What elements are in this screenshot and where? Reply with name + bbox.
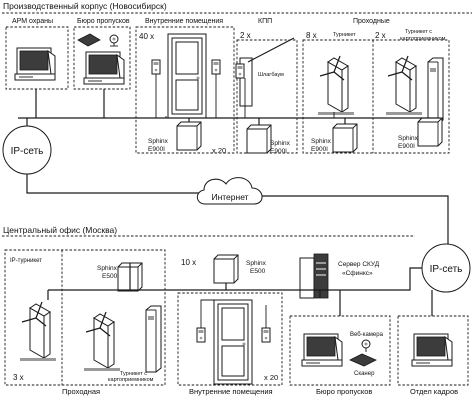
controller-icon [213, 254, 239, 284]
turnstile-label: Турникет [333, 32, 356, 38]
card-collector-icon [427, 57, 444, 125]
server-label-1: Сервер СКУД [338, 261, 380, 268]
count-2a: 2 x [240, 31, 251, 40]
internet-cloud-icon [196, 177, 263, 205]
hr-computer-icon [411, 333, 453, 367]
scanner-icon [349, 353, 377, 367]
count-20: x 20 [212, 146, 226, 155]
e900-label: E900I [270, 148, 287, 155]
reader-icon [211, 59, 221, 75]
bureau-computer-icon [301, 333, 343, 367]
bottom-count-20: x 20 [264, 373, 278, 382]
sphinx-label: Sphinx [398, 135, 419, 142]
bureau-label: Бюро пропусков [77, 18, 130, 25]
sphinx-label: Sphinx [246, 260, 267, 267]
barrier-label: Шлагбаум [258, 72, 284, 78]
reader-icon [261, 327, 271, 343]
bottom-internal-rooms-label: Внутренние помещения [189, 387, 273, 396]
e900-label: E900I [148, 146, 165, 153]
internet-label: Интернет [211, 192, 248, 202]
scanner-icon [77, 33, 101, 47]
bottom-bureau-label: Бюро пропусков [316, 387, 372, 396]
door-icon [167, 33, 207, 119]
e500-label: E500 [102, 273, 118, 280]
reader-icon [151, 59, 161, 75]
door-icon [213, 299, 253, 385]
bottom-turnstile-collector-label-2: картоприемником [108, 377, 154, 383]
sphinx-label: Sphinx [148, 138, 169, 145]
server-label-2: «Сфинкс» [342, 270, 373, 277]
arm-label: АРМ охраны [12, 18, 53, 25]
kpp-label: КПП [258, 18, 272, 25]
webcam-label: Веб-камера [350, 332, 384, 338]
reader-icon [235, 63, 245, 79]
controller-icon [332, 123, 358, 153]
top-section-title: Производственный корпус (Новосибирск) [3, 1, 167, 11]
internet-to-ip-right [262, 195, 449, 244]
internal-rooms-label: Внутренние помещения [145, 18, 223, 25]
count-8: 8 x [306, 31, 317, 40]
turnstile-collector-label-2: картоприемником [400, 36, 446, 42]
count-10: 10 x [181, 258, 196, 267]
bottom-turnstile-collector-label-1: Турникет с [120, 371, 147, 377]
webcam-icon [361, 339, 371, 352]
arm-computer-icon [14, 47, 56, 81]
ip-left-to-internet [26, 174, 200, 194]
card-collector-icon [145, 305, 162, 373]
hr-label: Отдел кадров [410, 387, 458, 396]
bureau-computer-icon [83, 51, 125, 85]
e900-label: E900I [398, 143, 415, 150]
sphinx-label: Sphinx [270, 140, 291, 147]
reader-icon [196, 327, 206, 343]
top-network-wiring [18, 74, 440, 125]
scanner-label: Сканер [354, 371, 375, 377]
controller-icon [246, 124, 272, 154]
ip-network-left-label: IP-сеть [11, 146, 44, 157]
turnstile-collector-label-1: Турникет с [405, 29, 432, 35]
count-2b: 2 x [375, 31, 386, 40]
ip-turnstile-label: IP-турникет [10, 258, 42, 264]
entrance-label: Проходная [62, 387, 100, 396]
entrances-label: Проходные [353, 18, 390, 25]
sphinx-label: Sphinx [97, 265, 118, 272]
e900-label: E900I [311, 146, 328, 153]
count-3: 3 x [13, 373, 24, 382]
ip-network-right-label: IP-сеть [430, 264, 463, 275]
controller-icon [176, 121, 202, 151]
sphinx-label: Sphinx [311, 138, 332, 145]
count-40: 40 x [139, 32, 154, 41]
webcam-icon [109, 34, 119, 47]
bottom-network-wiring [47, 263, 433, 328]
bottom-section-title: Центральный офис (Москва) [3, 225, 117, 235]
controller-icon [417, 117, 443, 147]
e500-label: E500 [250, 268, 266, 275]
server-icon [299, 253, 329, 299]
